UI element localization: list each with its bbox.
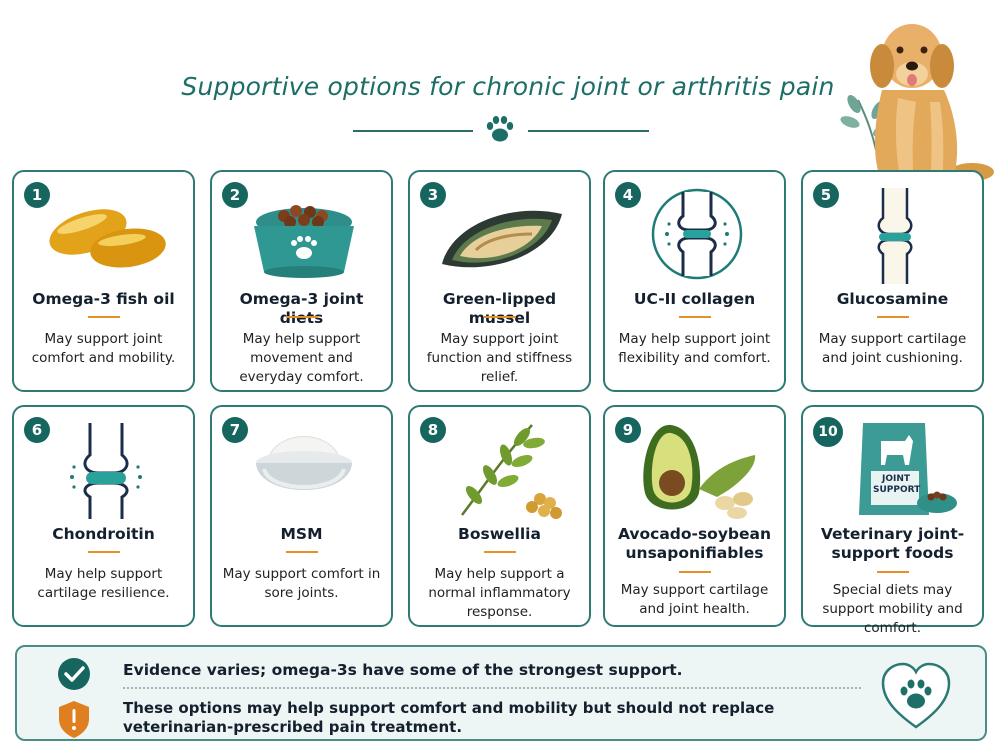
card-name: MSM — [280, 525, 323, 543]
card-name: Avocado-soybean unsaponifiables — [617, 525, 772, 562]
card-number-badge: 3 — [420, 182, 446, 208]
disclaimer-note: These options may help support comfort a… — [123, 699, 775, 736]
card-number-badge: 7 — [222, 417, 248, 443]
card-omega3-joint-diets: 2 Omega-3 joint diets May help support m… — [210, 170, 393, 392]
evidence-notice-panel: Evidence varies; omega-3s have some of t… — [15, 645, 987, 741]
card-number-badge: 2 — [222, 182, 248, 208]
card-number-badge: 9 — [615, 417, 641, 443]
card-divider — [484, 551, 516, 553]
card-divider — [286, 316, 318, 318]
card-divider — [286, 551, 318, 553]
card-description: May help support cartilage resilience. — [37, 566, 170, 601]
card-uc-ii-collagen: 4 UC-II collagen May help support joint … — [603, 170, 786, 392]
card-description: May support comfort in sore joints. — [222, 566, 381, 601]
card-divider — [484, 316, 516, 318]
fish-oil-capsules-icon — [49, 209, 166, 268]
dog-illustration — [870, 24, 994, 194]
card-name: Glucosamine — [836, 290, 949, 308]
card-divider — [877, 571, 909, 573]
card-number-badge: 1 — [24, 182, 50, 208]
card-divider — [679, 316, 711, 318]
card-name: UC-II collagen — [633, 290, 756, 308]
card-name: Omega-3 joint diets — [239, 290, 364, 327]
card-veterinary-foods: 10 JOINT SUPPORT Veterinary joint-suppor… — [801, 405, 984, 636]
card-number-badge: 5 — [813, 182, 839, 208]
food-bowl-icon — [254, 205, 354, 278]
card-description: May help support joint flexibility and c… — [618, 331, 771, 366]
mussel-icon — [442, 210, 562, 268]
card-description: May support joint comfort and mobility. — [31, 331, 176, 366]
page-title: Supportive options for chronic joint or … — [181, 72, 835, 101]
joint-icon — [877, 188, 913, 284]
title-divider-left — [353, 130, 473, 132]
card-divider — [88, 551, 120, 553]
card-name: Chondroitin — [52, 525, 155, 543]
bag-label: JOINT SUPPORT — [873, 474, 921, 495]
card-description: May help support a normal inflammatory r… — [428, 566, 571, 620]
card-name: Omega-3 fish oil — [32, 290, 175, 308]
card-number-badge: 8 — [420, 417, 446, 443]
card-name: Boswellia — [458, 525, 541, 543]
title-divider-right — [528, 130, 649, 132]
card-name: Green-lipped mussel — [442, 290, 557, 327]
card-divider — [877, 316, 909, 318]
card-msm: 7 MSM May support comfort in sore joints… — [210, 405, 393, 627]
card-description: May support cartilage and joint health. — [620, 582, 769, 617]
card-number-badge: 10 — [813, 417, 843, 447]
joint-icon — [651, 188, 743, 280]
card-omega3-fish-oil: 1 Omega-3 fish oil May support joint com… — [12, 170, 195, 392]
powder-bowl-icon — [256, 436, 352, 490]
card-number-badge: 4 — [615, 182, 641, 208]
card-avocado-soybean: 9 Avocado-soybean unsaponifiables May su… — [603, 405, 786, 627]
card-boswellia: 8 Boswellia May help support a normal in… — [408, 405, 591, 627]
footer-dotted-divider — [123, 687, 861, 689]
joint-icon — [70, 423, 142, 519]
evidence-note: Evidence varies; omega-3s have some of t… — [123, 661, 683, 679]
card-description: May support cartilage and joint cushioni… — [818, 331, 967, 366]
warning-shield-icon — [59, 701, 89, 738]
food-bag-icon — [859, 423, 957, 515]
card-divider — [88, 316, 120, 318]
paw-icon — [486, 116, 514, 142]
card-description: May help support movement and everyday c… — [239, 331, 364, 385]
boswellia-leaf-icon — [461, 424, 562, 519]
card-glucosamine: 5 Glucosamine May support cartilage and … — [801, 170, 984, 392]
avocado-soybean-icon — [643, 424, 756, 519]
card-description: Special diets may support mobility and c… — [822, 582, 963, 636]
card-chondroitin: 6 Chondroitin May help support cartilage… — [12, 405, 195, 627]
card-description: May support joint function and stiffness… — [426, 331, 573, 385]
check-icon — [58, 658, 90, 690]
heart-paw-icon — [881, 662, 951, 729]
card-name: Veterinary joint-support foods — [820, 525, 965, 562]
card-divider — [679, 571, 711, 573]
card-green-lipped-mussel: 3 Green-lipped mussel May support joint … — [408, 170, 591, 392]
card-number-badge: 6 — [24, 417, 50, 443]
